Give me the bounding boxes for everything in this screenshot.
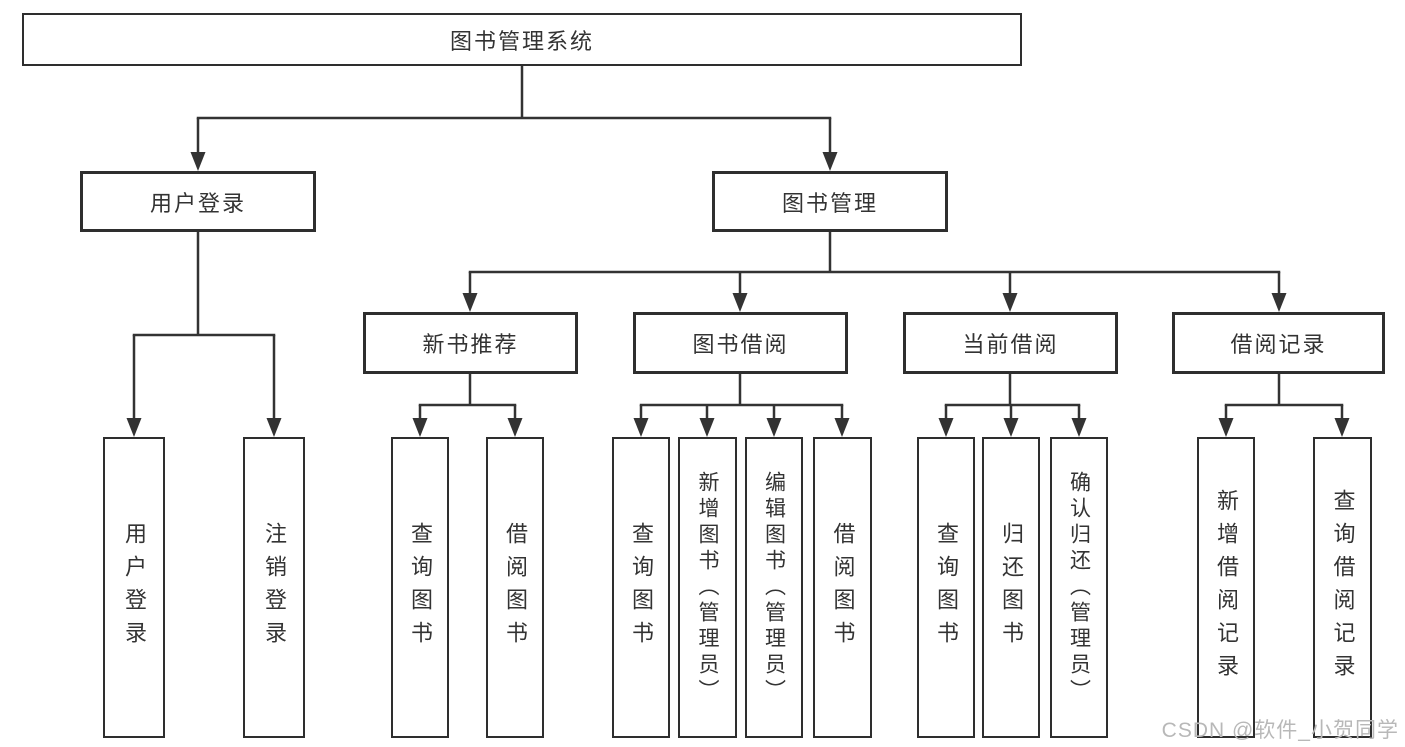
node-leaf-return-book: 归还图书 <box>982 437 1040 738</box>
node-book-borrowing: 图书借阅 <box>633 312 848 374</box>
node-leaf-user-login: 用户登录 <box>103 437 165 738</box>
node-leaf-confirm-return-admin: 确认归还（管理员） <box>1050 437 1108 738</box>
node-user-login-branch: 用户登录 <box>80 171 316 232</box>
node-label: 归还图书 <box>999 521 1024 654</box>
node-label: 图书管理系统 <box>449 28 594 54</box>
node-label: 图书借阅 <box>692 332 789 357</box>
node-leaf-query-books-current: 查询图书 <box>917 437 975 738</box>
node-label: 当前借阅 <box>962 332 1059 357</box>
node-label: 查询图书 <box>934 521 959 654</box>
node-label: 用户登录 <box>122 521 147 654</box>
node-label: 编辑图书（管理员） <box>762 470 786 705</box>
node-label: 新书推荐 <box>422 332 519 357</box>
node-leaf-add-book-admin: 新增图书（管理员） <box>678 437 737 738</box>
node-label: 新增借阅记录 <box>1214 488 1239 687</box>
node-label: 查询图书 <box>629 521 654 654</box>
node-label: 借阅图书 <box>830 521 856 654</box>
node-leaf-query-borrow-record: 查询借阅记录 <box>1313 437 1372 738</box>
node-leaf-query-books-recommend: 查询图书 <box>391 437 449 738</box>
node-label: 用户登录 <box>149 190 246 216</box>
csdn-watermark: CSDN @软件_小贺同学 <box>1161 719 1399 742</box>
node-leaf-logout: 注销登录 <box>243 437 305 738</box>
node-label: 注销登录 <box>262 521 287 654</box>
node-label: 查询借阅记录 <box>1330 488 1356 687</box>
node-leaf-query-books-borrow: 查询图书 <box>612 437 670 738</box>
node-leaf-borrow-books: 借阅图书 <box>813 437 872 738</box>
node-library-management-system: 图书管理系统 <box>22 13 1022 66</box>
node-leaf-add-borrow-record: 新增借阅记录 <box>1197 437 1255 738</box>
node-label: 借阅图书 <box>503 521 528 654</box>
node-new-book-recommend: 新书推荐 <box>363 312 578 374</box>
node-borrowing-records: 借阅记录 <box>1172 312 1385 374</box>
node-label: 确认归还（管理员） <box>1067 470 1091 705</box>
node-label: 查询图书 <box>408 521 433 654</box>
node-leaf-borrow-books-recommend: 借阅图书 <box>486 437 544 738</box>
node-label: 图书管理 <box>781 190 878 216</box>
node-book-management-branch: 图书管理 <box>712 171 948 232</box>
node-label: 新增图书（管理员） <box>696 470 719 705</box>
node-label: 借阅记录 <box>1230 332 1327 357</box>
node-current-borrowing: 当前借阅 <box>903 312 1118 374</box>
node-leaf-edit-book-admin: 编辑图书（管理员） <box>745 437 803 738</box>
